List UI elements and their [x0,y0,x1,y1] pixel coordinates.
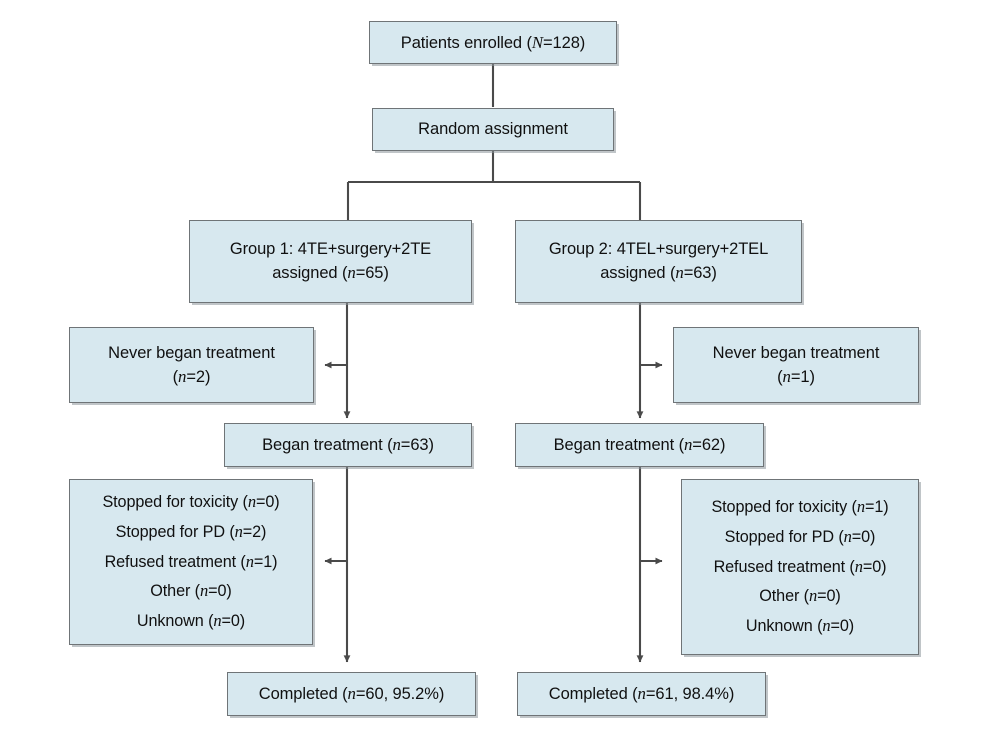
node-group1-completed-line-1: Completed (n=60, 95.2%) [258,684,445,704]
node-random-assignment-line-1: Random assignment [418,120,568,139]
node-group2-never-began-line-2: (n=1) [777,366,815,386]
node-group1-discontinued-line-1: Stopped for toxicity (n=0) [102,491,280,511]
node-group2-discontinued-line-3: Refused treatment (n=0) [713,556,887,576]
node-group2-began-treatment-line-1: Began treatment (n=62) [553,435,726,455]
node-group1-discontinued-line-5: Unknown (n=0) [136,611,246,631]
node-group1-never-began-treatment: Never began treatment (n=2) [69,327,314,403]
node-group2-completed-line-1: Completed (n=61, 98.4%) [548,684,735,704]
node-group1-assigned-line-1: Group 1: 4TE+surgery+2TE [229,240,432,259]
node-group2-discontinued: Stopped for toxicity (n=1) Stopped for P… [681,479,919,655]
node-group1-never-began-line-1: Never began treatment [108,343,275,362]
node-group2-discontinued-line-2: Stopped for PD (n=0) [724,526,876,546]
node-group1-completed: Completed (n=60, 95.2%) [227,672,476,716]
node-group2-never-began-treatment: Never began treatment (n=1) [673,327,919,403]
node-group2-assigned-line-2: assigned (n=63) [600,263,717,282]
node-group1-discontinued-line-3: Refused treatment (n=1) [104,551,278,571]
node-group2-assigned-line-1: Group 2: 4TEL+surgery+2TEL [548,240,769,259]
node-group1-never-began-line-2: (n=2) [172,366,211,386]
node-group1-began-treatment-line-1: Began treatment (n=63) [262,435,434,455]
node-group2-discontinued-line-5: Unknown (n=0) [745,616,855,636]
node-group1-began-treatment: Began treatment (n=63) [224,423,472,467]
node-group1-discontinued-line-2: Stopped for PD (n=2) [115,521,267,541]
node-group2-began-treatment: Began treatment (n=62) [515,423,764,467]
node-group1-discontinued-line-4: Other (n=0) [150,581,232,601]
node-patients-enrolled-line-1: Patients enrolled (N=128) [400,32,586,52]
node-group2-completed: Completed (n=61, 98.4%) [517,672,766,716]
node-random-assignment: Random assignment [372,108,614,151]
node-group2-assigned: Group 2: 4TEL+surgery+2TEL assigned (n=6… [515,220,802,303]
node-group1-assigned-line-2: assigned (n=65) [272,263,389,282]
node-group2-never-began-line-1: Never began treatment [712,343,880,362]
node-group2-discontinued-line-4: Other (n=0) [759,586,841,606]
node-patients-enrolled: Patients enrolled (N=128) [369,21,617,64]
node-group2-discontinued-line-1: Stopped for toxicity (n=1) [711,496,889,516]
node-group1-discontinued: Stopped for toxicity (n=0) Stopped for P… [69,479,313,645]
node-group1-assigned: Group 1: 4TE+surgery+2TE assigned (n=65) [189,220,472,303]
